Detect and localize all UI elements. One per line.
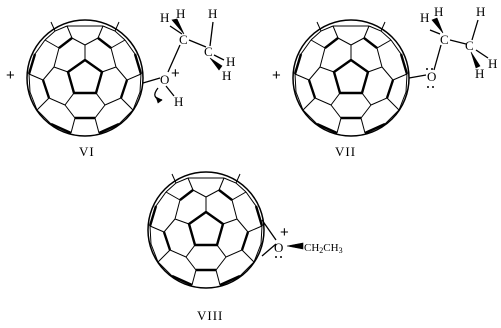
structure-viii: O + CH2CH3 VIII [146,170,343,323]
hydrogen-1-vii: H [420,10,429,25]
label-vi: VI [79,144,95,159]
fullerene-viii [146,170,266,290]
carbon-1-vi: C [179,32,188,47]
hydrogen-2-vii: H [434,4,443,19]
oxygen-charge-viii: + [280,224,289,241]
carbon-1-vii: C [440,32,449,47]
carbon-2-vii: C [465,38,474,53]
carbon-2-vi: C [204,44,213,59]
label-vii: VII [335,144,356,159]
structure-vi: + O + H C H H C H H [6,6,235,159]
oxygen-viii: O [274,240,283,255]
hydrogen-5-vi: H [226,54,235,69]
hydrogen-4-vi: H [222,68,231,83]
ring-charge-vii: + [272,67,281,84]
hydrogen-oh-vi: H [174,94,183,109]
oxygen-charge-vi: + [171,65,180,82]
ethyl-group-viii: CH2CH3 [304,242,343,255]
hydrogen-3-vii: H [476,4,485,19]
fullerene-vi [25,18,145,138]
hydrogen-2-vi: H [176,6,185,21]
fullerene-vii [291,18,411,138]
oxygen-vii: O [427,69,436,84]
ring-charge-vi: + [6,67,15,84]
hydrogen-1-vi: H [160,10,169,25]
hydrogen-3-vi: H [208,6,217,21]
hydrogen-4-vii: H [475,66,484,81]
oxygen-vi: O [160,72,169,87]
structure-vii: + O C H H C H H H VII [272,4,497,159]
label-viii: VIII [197,308,223,323]
hydrogen-5-vii: H [488,56,497,71]
